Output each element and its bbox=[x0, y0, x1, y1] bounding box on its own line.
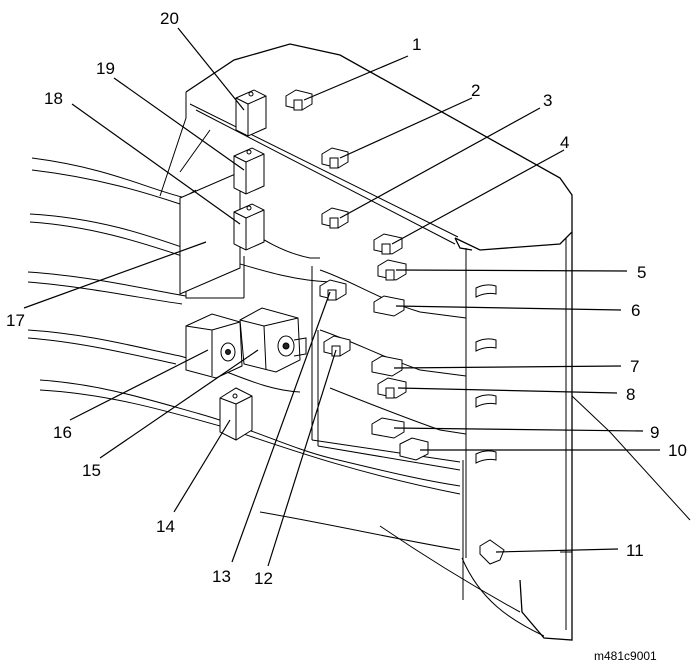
bracket-plate bbox=[179, 171, 241, 295]
sensor-5 bbox=[377, 259, 407, 281]
sensor-6 bbox=[373, 295, 405, 317]
callout-2: 2 bbox=[471, 81, 480, 100]
sensor-13 bbox=[319, 279, 347, 301]
callout-3: 3 bbox=[543, 91, 552, 110]
solenoid-18 bbox=[233, 203, 265, 251]
callout-20: 20 bbox=[160, 9, 179, 28]
sensor-11 bbox=[479, 539, 505, 565]
callout-13: 13 bbox=[212, 567, 231, 586]
callout-labels: 1 2 3 4 5 6 7 8 9 10 11 12 13 14 15 16 1… bbox=[6, 9, 687, 588]
callout-15: 15 bbox=[82, 461, 101, 480]
callout-17: 17 bbox=[6, 311, 25, 330]
reference-code: m481c9001 bbox=[594, 649, 657, 663]
solenoid-20 bbox=[235, 89, 267, 137]
callout-19: 19 bbox=[96, 59, 115, 78]
sensor-1 bbox=[285, 89, 313, 111]
part-14 bbox=[219, 387, 253, 441]
callout-7: 7 bbox=[630, 357, 639, 376]
leader-lines bbox=[23, 27, 660, 567]
sensor-8 bbox=[377, 377, 407, 399]
motor-16 bbox=[185, 313, 243, 379]
callout-9: 9 bbox=[650, 423, 659, 442]
callout-1: 1 bbox=[412, 35, 421, 54]
output-trays bbox=[27, 157, 545, 637]
solenoid-19 bbox=[233, 147, 265, 195]
callout-5: 5 bbox=[637, 263, 646, 282]
callout-8: 8 bbox=[626, 385, 635, 404]
sensor-9 bbox=[371, 417, 405, 439]
callout-11: 11 bbox=[626, 541, 644, 560]
callout-14: 14 bbox=[156, 517, 175, 536]
sensor-2 bbox=[321, 147, 349, 169]
callout-18: 18 bbox=[44, 89, 63, 108]
sensor-4 bbox=[373, 233, 403, 255]
callout-10: 10 bbox=[668, 441, 687, 460]
sensor-3 bbox=[321, 207, 349, 229]
callout-16: 16 bbox=[53, 423, 72, 442]
sensor-7 bbox=[371, 355, 403, 377]
callout-6: 6 bbox=[631, 301, 640, 320]
sensor-10 bbox=[399, 437, 429, 461]
motor-15 bbox=[239, 307, 307, 373]
finisher-body bbox=[159, 43, 691, 641]
callout-12: 12 bbox=[254, 569, 273, 588]
callout-4: 4 bbox=[560, 133, 569, 152]
sensor-12 bbox=[323, 335, 351, 357]
